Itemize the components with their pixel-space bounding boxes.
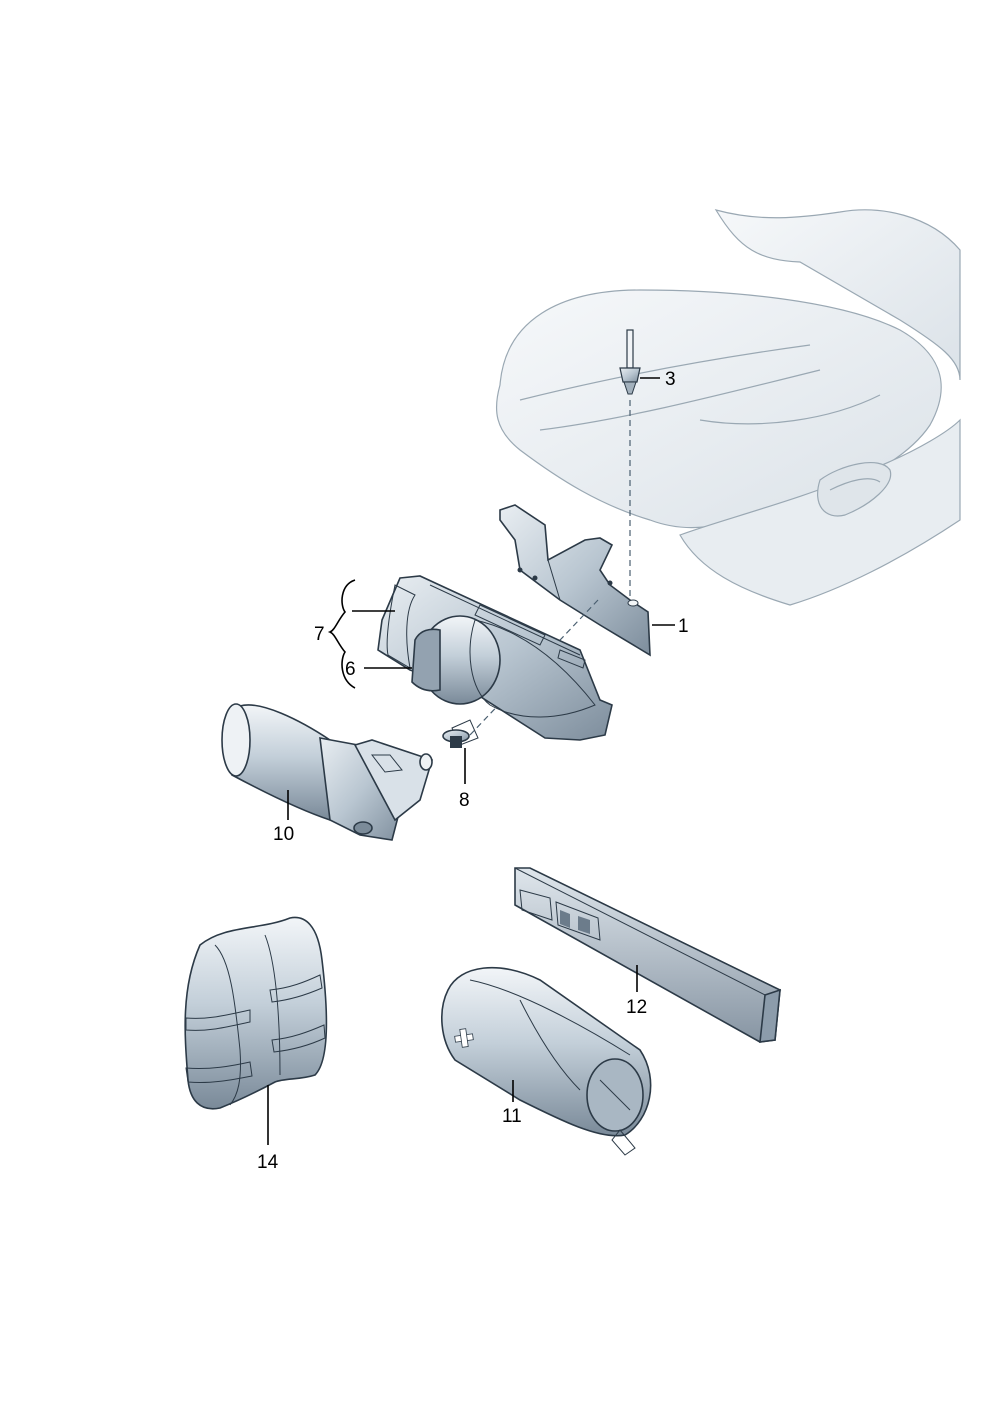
part-12-warning-triangle-case xyxy=(514,867,782,1043)
callout-11: 11 xyxy=(502,1106,522,1127)
callout-1: 1 xyxy=(678,616,689,637)
callout-6: 6 xyxy=(345,659,356,680)
callout-10: 10 xyxy=(273,824,294,845)
part-10-fire-extinguisher xyxy=(221,703,433,841)
part-6-clamp xyxy=(411,615,596,718)
part-14-safety-vest xyxy=(184,916,328,1110)
callout-3: 3 xyxy=(665,369,676,390)
part-3-rivet xyxy=(619,329,641,395)
part-8-bolt xyxy=(442,719,479,748)
callout-8: 8 xyxy=(459,790,470,811)
part-1-bracket xyxy=(499,504,651,657)
seat-illustration xyxy=(495,209,961,606)
callout-12: 12 xyxy=(626,997,647,1018)
leader-lines xyxy=(267,377,675,1145)
callout-7: 7 xyxy=(314,624,325,645)
part-11-first-aid-kit xyxy=(441,966,652,1156)
callout-14: 14 xyxy=(257,1152,279,1173)
